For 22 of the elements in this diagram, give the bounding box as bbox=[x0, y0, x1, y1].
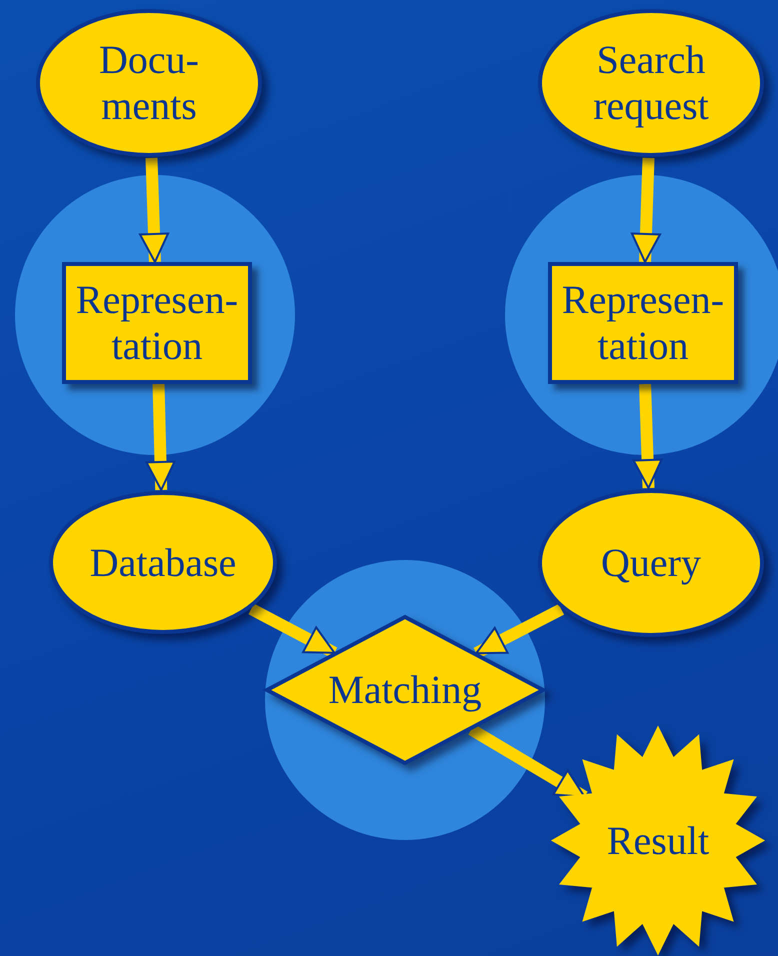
arrow bbox=[248, 604, 338, 658]
ellipse-node bbox=[35, 8, 263, 158]
node-label: Database bbox=[90, 540, 236, 586]
process-box bbox=[548, 262, 738, 384]
decision-diamond bbox=[265, 615, 545, 765]
node-label: Represen- tation bbox=[560, 277, 726, 369]
arrow bbox=[632, 384, 663, 490]
process-box bbox=[62, 262, 252, 384]
node-label: Query bbox=[601, 540, 701, 586]
ellipse-node bbox=[537, 8, 765, 158]
node-label: Search request bbox=[592, 37, 710, 129]
arrow bbox=[630, 158, 661, 263]
ellipse-node bbox=[48, 490, 278, 635]
node-label: Result bbox=[606, 818, 710, 864]
arrow bbox=[139, 158, 170, 263]
arrow bbox=[474, 604, 564, 659]
node-label: Matching bbox=[328, 667, 482, 713]
arrow bbox=[145, 384, 176, 491]
ellipse-node bbox=[537, 488, 765, 638]
node-label: Represen- tation bbox=[74, 277, 240, 369]
node-label: Docu- ments bbox=[98, 37, 200, 129]
starburst-node bbox=[553, 728, 763, 953]
